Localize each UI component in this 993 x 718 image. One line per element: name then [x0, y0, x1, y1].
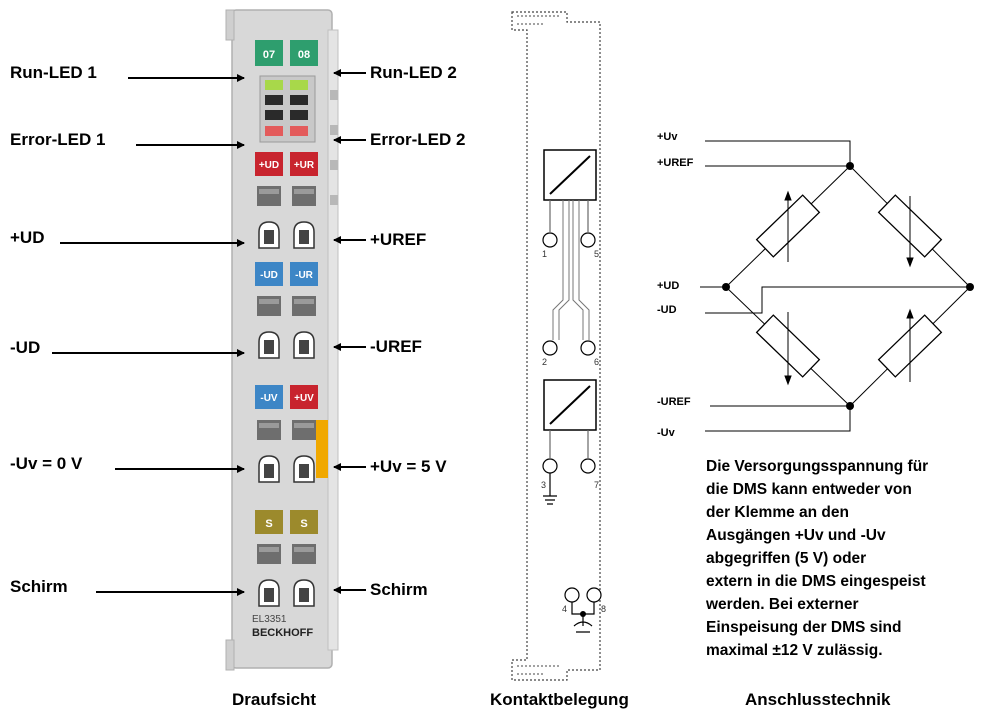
- chip-shield-right: [290, 510, 318, 534]
- power-contact-bar: [316, 420, 328, 478]
- connector-2: [257, 296, 281, 359]
- chip-shield-left-text: S: [265, 518, 272, 530]
- error-led-1-icon: [265, 126, 283, 136]
- caption-top-view: Draufsicht: [232, 690, 316, 709]
- description-line-4: Ausgängen +Uv und -Uv: [706, 527, 886, 544]
- chip-plus-ud-text: +UD: [259, 160, 279, 171]
- pin-label-8: 8: [601, 604, 606, 614]
- connector-4: [257, 544, 281, 607]
- chip-minus-ur: [290, 262, 318, 286]
- description-line-3: der Klemme an den: [706, 504, 849, 521]
- bridge-label-plus-ud: +UD: [657, 280, 679, 292]
- description-line-5: abgegriffen (5 V) oder: [706, 550, 866, 567]
- connector-5: [292, 186, 316, 249]
- chip-shield-right-text: S: [300, 518, 307, 530]
- ground-icon: [543, 473, 557, 505]
- chip-minus-ur-text: -UR: [295, 270, 314, 281]
- label-plus-uv: +Uv = 5 V: [370, 457, 447, 476]
- chip-shield-left: [255, 510, 283, 534]
- label-plus-uref: +UREF: [370, 230, 426, 249]
- description-line-1: Die Versorgungsspannung für: [706, 458, 928, 475]
- chip-plus-ur-text: +UR: [294, 160, 315, 171]
- label-shield-left: Schirm: [10, 577, 68, 596]
- label-run-led-2: Run-LED 2: [370, 63, 457, 82]
- led-number-08-text: 08: [298, 49, 310, 61]
- bridge-label-plus-uv: +Uv: [657, 131, 678, 143]
- description-line-2: die DMS kann entweder von: [706, 481, 912, 498]
- label-shield-right: Schirm: [370, 580, 428, 599]
- chip-minus-ud-text: -UD: [260, 270, 278, 281]
- label-run-led-1: Run-LED 1: [10, 63, 97, 82]
- label-error-led-1: Error-LED 1: [10, 130, 105, 149]
- description-line-6: extern in die DMS eingespeist: [706, 573, 926, 590]
- description-line-7: werden. Bei externer: [705, 596, 858, 613]
- label-minus-uref: -UREF: [370, 337, 422, 356]
- description-line-8: Einspeisung der DMS sind: [706, 619, 902, 636]
- led-number-07-text: 07: [263, 49, 275, 61]
- chip-plus-ud: [255, 152, 283, 176]
- connector-7: [292, 420, 316, 483]
- bridge-label-minus-ud: -UD: [657, 304, 677, 316]
- led-number-07: [255, 40, 283, 66]
- pin-label-2: 2: [542, 357, 547, 367]
- chip-minus-ud: [255, 262, 283, 286]
- contact-diagram: 1 5 2 6 3 7 4 8: [511, 11, 606, 681]
- chip-plus-ur: [290, 152, 318, 176]
- run-led-2-icon: [290, 80, 308, 90]
- chip-plus-uv: [290, 385, 318, 409]
- caption-contact-assignment: Kontaktbelegung: [490, 690, 629, 709]
- bridge-label-plus-uref: +UREF: [657, 157, 694, 169]
- led-number-08: [290, 40, 318, 66]
- terminal-brand: BECKHOFF: [252, 627, 313, 639]
- pin-label-1: 1: [542, 249, 547, 259]
- left-labels: Run-LED 1 Error-LED 1 +UD -UD -Uv = 0 V …: [10, 63, 245, 596]
- bridge-circuit: +Uv +UREF +UD -UD -UREF -Uv: [657, 131, 974, 439]
- right-labels: Run-LED 2 Error-LED 2 +UREF -UREF +Uv = …: [333, 63, 465, 599]
- pin-label-6: 6: [594, 357, 599, 367]
- shield-earth-icon: [573, 614, 593, 633]
- pin-label-7: 7: [594, 480, 599, 490]
- connector-1: [257, 186, 281, 249]
- chip-plus-uv-text: +UV: [294, 393, 314, 404]
- label-minus-uv: -Uv = 0 V: [10, 454, 83, 473]
- connector-8: [292, 544, 316, 607]
- connector-3: [257, 420, 281, 483]
- label-error-led-2: Error-LED 2: [370, 130, 465, 149]
- pin-label-4: 4: [562, 604, 567, 614]
- label-plus-ud: +UD: [10, 228, 44, 247]
- caption-connection-technique: Anschlusstechnik: [745, 690, 891, 709]
- terminal-module: 07 08 +UD +UR -UD: [225, 9, 339, 671]
- chip-minus-uv: [255, 385, 283, 409]
- pin-label-5: 5: [594, 249, 599, 259]
- run-led-1-icon: [265, 80, 283, 90]
- bridge-label-minus-uv: -Uv: [657, 427, 676, 439]
- description-line-9: maximal ±12 V zulässig.: [706, 642, 883, 659]
- pin-label-3: 3: [541, 480, 546, 490]
- label-minus-ud: -UD: [10, 338, 40, 357]
- chip-minus-uv-text: -UV: [260, 393, 278, 404]
- terminal-model: EL3351: [252, 614, 287, 625]
- bridge-label-minus-uref: -UREF: [657, 396, 691, 408]
- error-led-2-icon: [290, 126, 308, 136]
- connector-6: [292, 296, 316, 359]
- description-text: Die Versorgungsspannung für die DMS kann…: [705, 458, 928, 659]
